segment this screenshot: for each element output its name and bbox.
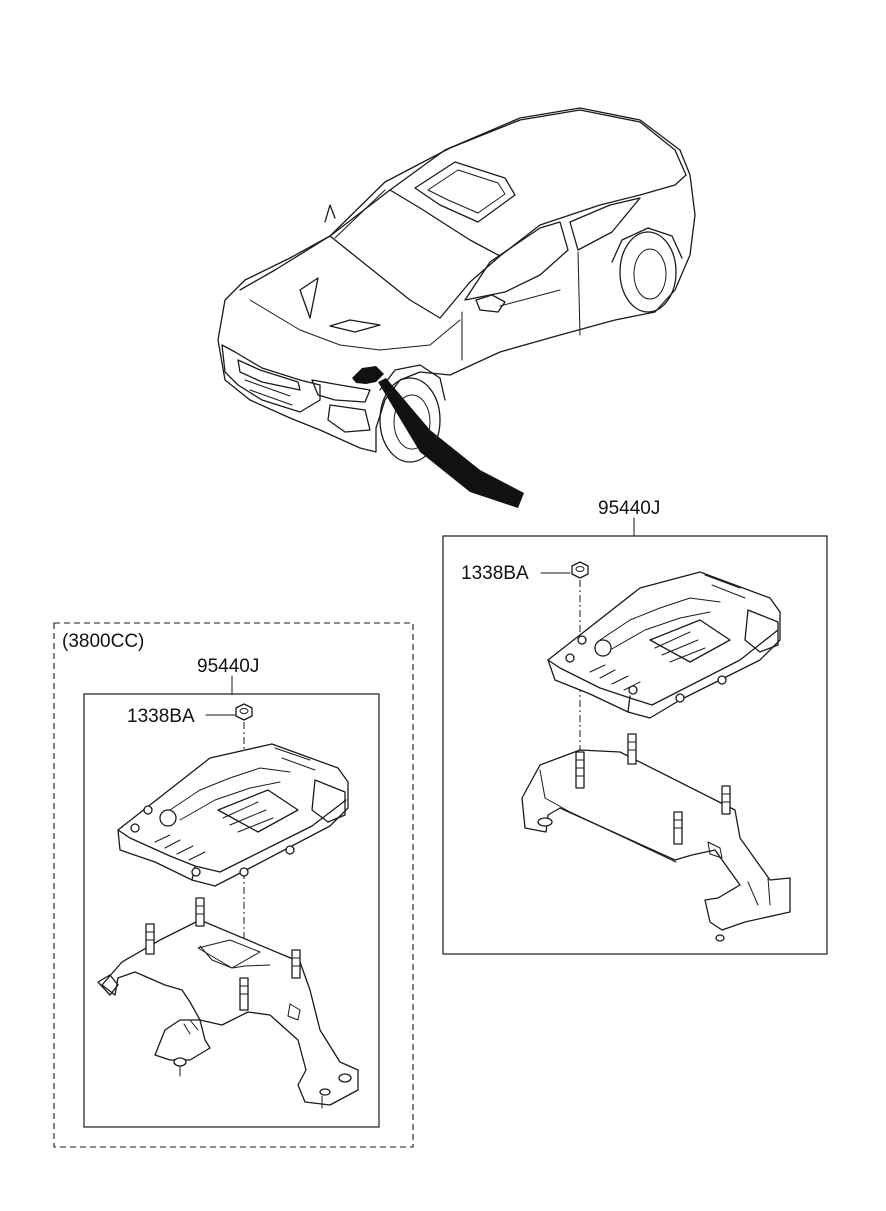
- callout-ribbon: [378, 378, 524, 508]
- standard-assembly-part-number: 95440J: [598, 498, 660, 519]
- variant-nut-part-number: 1338BA: [127, 706, 195, 727]
- standard-mounting-bracket: [521, 733, 791, 942]
- variant-nut-icon: [235, 703, 253, 721]
- variant-engine-label: (3800CC): [62, 631, 144, 652]
- variant-assembly-part-number: 95440J: [197, 656, 259, 677]
- standard-nut-icon: [571, 561, 589, 579]
- standard-ecu-module: [547, 571, 781, 719]
- standard-nut-part-number: 1338BA: [461, 563, 529, 584]
- car-illustration: [217, 107, 696, 463]
- variant-mounting-bracket: [97, 897, 359, 1109]
- standard-assembly-group: 95440J 1338BA: [442, 498, 828, 955]
- variant-assembly-group: (3800CC) 95440J 1338BA: [53, 622, 414, 1148]
- variant-ecu-module: [117, 743, 349, 887]
